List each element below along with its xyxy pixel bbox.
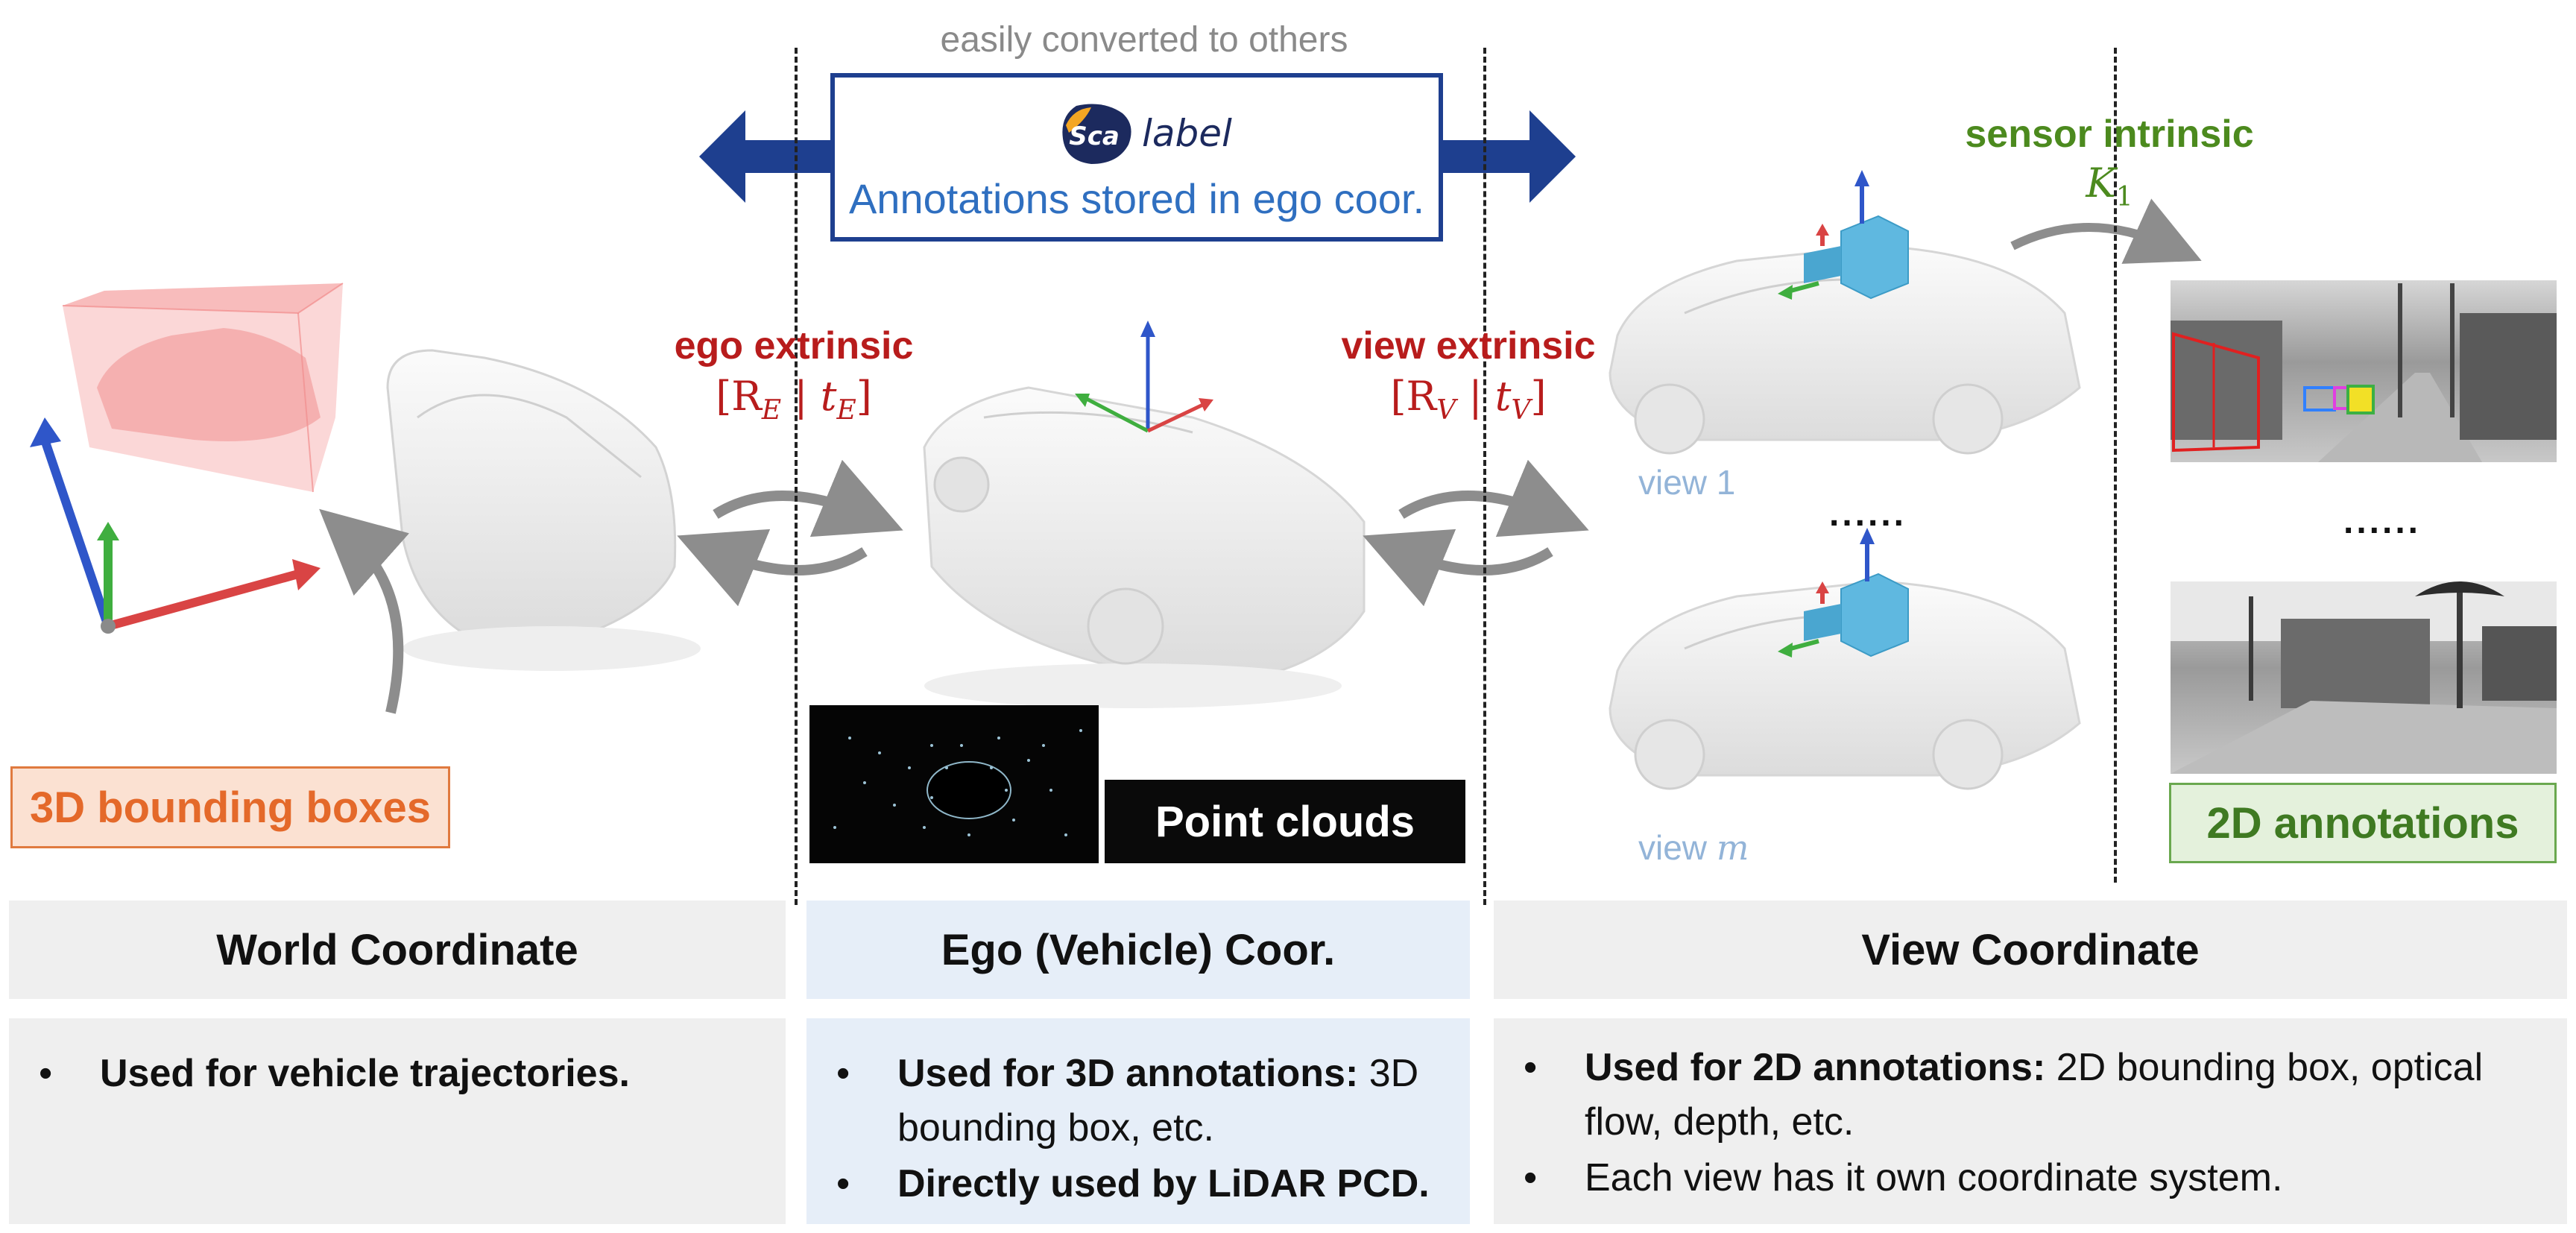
scalabel-logo: Sca label [1058,103,1232,164]
world-bullet-list: Used for vehicle trajectories. [39,1047,756,1101]
scalabel-logo-icon: Sca [1062,104,1131,164]
view-1-camera [1778,170,1909,300]
view-bullet-list: Used for 2D annotations: 2D bounding box… [1524,1041,2537,1205]
view-extrinsic-matrix: [RV | tV] [1390,373,1547,426]
view-extrinsic-label: view extrinsic [1341,324,1596,368]
street-view-1-thumbnail [2171,280,2557,462]
scalabel-logo-text: label [1142,112,1232,155]
ego-axes [1075,321,1213,433]
sensor-intrinsic-matrix: K1 [2086,160,2133,212]
view-m-label: view m [1638,827,1749,868]
ego-car [923,386,1366,708]
conversion-caption: easily converted to others [940,20,1348,60]
ego-coordinate-header: Ego (Vehicle) Coor. [806,901,1470,999]
image-ellipsis: ...... [2343,502,2422,541]
point-cloud-thumbnail [809,705,1099,863]
world-ego-rotation-arrows [677,459,903,607]
list-item: Used for 2D annotations: 2D bounding box… [1524,1041,2537,1150]
svg-text:Sca: Sca [1069,122,1120,151]
bbox-3d-tag: 3D bounding boxes [10,766,450,848]
ego-bullet-list: Used for 3D annotations: 3D bounding box… [836,1047,1440,1211]
annotation-storage-box: Sca label Annotations stored in ego coor… [830,73,1443,242]
street-view-m-thumbnail [2171,581,2557,774]
view-1-car [1609,245,2081,455]
annotations-2d-tag: 2D annotations [2169,783,2557,863]
list-item: Used for 3D annotations: 3D bounding box… [836,1047,1440,1155]
list-item: Used for vehicle trajectories. [39,1047,756,1101]
world-axes [30,417,321,634]
ego-view-rotation-arrows [1363,459,1589,607]
world-car-with-box [62,283,701,671]
separator-ego-view [1483,48,1486,905]
view-m-camera [1778,528,1909,658]
convert-right-arrow [1443,110,1576,203]
ego-extrinsic-label: ego extrinsic [674,324,914,368]
ego-extrinsic-matrix: [RE | tE] [716,373,872,426]
list-item: Directly used by LiDAR PCD. [836,1157,1440,1211]
list-item: Each view has it own coordinate system. [1524,1151,2537,1205]
world-coordinate-header: World Coordinate [9,901,786,999]
point-clouds-tag: Point clouds [1105,780,1465,863]
sensor-intrinsic-label: sensor intrinsic [1965,113,2254,156]
sensor-intrinsic-arrow [2010,198,2202,264]
separator-view-2d [2114,48,2117,883]
view-m-car [1609,580,2081,790]
world-coordinate-panel: Used for vehicle trajectories. [9,1018,786,1224]
view-coordinate-header: View Coordinate [1494,901,2567,999]
view-coordinate-panel: Used for 2D annotations: 2D bounding box… [1494,1018,2567,1224]
separator-world-ego [795,48,798,905]
view-1-label: view 1 [1638,463,1736,502]
convert-left-arrow [699,110,830,203]
storage-description: Annotations stored in ego coor. [848,175,1425,222]
view-ellipsis: ...... [1829,494,1907,534]
ego-coordinate-panel: Used for 3D annotations: 3D bounding box… [806,1018,1470,1224]
world-to-car-arrow [319,508,410,714]
